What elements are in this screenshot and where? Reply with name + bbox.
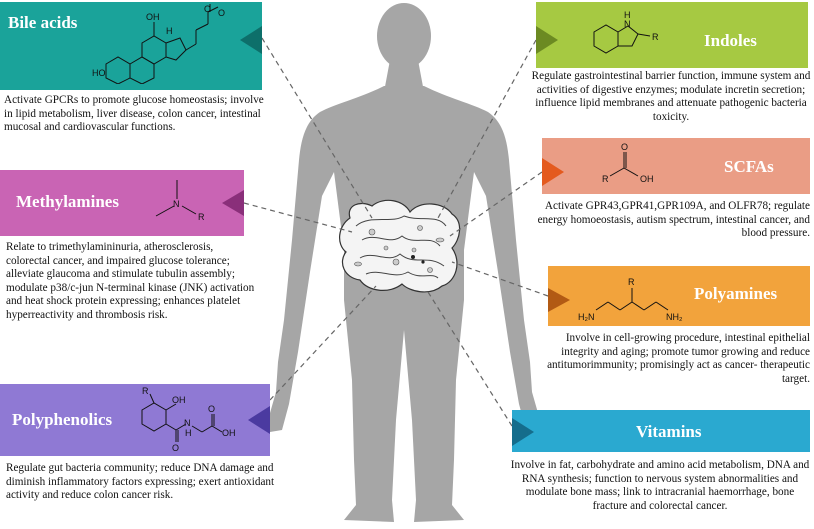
polyamines-card: Polyamines R H₂N NH₂	[548, 266, 810, 326]
scfas-card-bg	[542, 138, 810, 194]
bile-acids-title: Bile acids	[8, 13, 78, 32]
phen-r-label: R	[142, 386, 149, 396]
connector-polyamines	[451, 261, 549, 297]
poly-h2n-label: H₂N	[578, 312, 595, 322]
vitamins-card: Vitamins	[512, 410, 810, 452]
indole-n-label: N	[624, 19, 631, 29]
bile-o-label: O	[204, 4, 211, 14]
indoles-card: Indoles H N R	[536, 2, 808, 68]
phen-n-label: N	[184, 418, 191, 428]
phen-h-label: H	[185, 428, 192, 438]
scfa-structure-icon: R O OH	[602, 142, 654, 184]
polyphenolics-title: Polyphenolics	[12, 410, 113, 429]
indole-r-label: R	[652, 32, 659, 42]
intestine-with-bacteria-icon	[339, 199, 461, 293]
methylamines-card: Methylamines N R	[0, 170, 244, 236]
polyphenol-structure-icon: R OH O N H O OH	[141, 386, 236, 453]
scfas-panel	[542, 138, 810, 194]
methyl-n-label: N	[173, 199, 180, 209]
polyamines-description: Involve in cell-growing procedure, intes…	[547, 332, 810, 385]
vitamins-arrow-icon	[512, 418, 534, 446]
scfa-r-label: R	[602, 174, 609, 184]
methylamines-arrow-icon	[222, 190, 244, 216]
methylamines-panel	[0, 170, 244, 236]
indoles-description: Regulate gastrointestinal barrier functi…	[531, 70, 811, 123]
poly-r-label: R	[628, 277, 635, 287]
phen-oh2-label: OH	[222, 428, 236, 438]
phen-oh-label: OH	[172, 395, 186, 405]
bile-ho-label: HO	[92, 68, 106, 78]
indole-h-label: H	[624, 10, 631, 20]
phen-o1-label: O	[172, 443, 179, 453]
bile-h-label: H	[166, 26, 173, 36]
methylamines-card-bg	[0, 170, 244, 236]
vitamins-card-bg	[512, 410, 810, 452]
bile-acids-description: Activate GPCRs to promote glucose homeos…	[4, 94, 264, 134]
bile-acid-structure-icon: HO OH H O O	[92, 4, 225, 84]
polyphenolics-card: Polyphenolics R OH O N H O OH	[0, 384, 270, 456]
scfa-oh-label: OH	[640, 174, 654, 184]
polyamines-arrow-icon	[548, 288, 570, 312]
bile-acids-card: Bile acids HO OH H O O	[0, 0, 262, 92]
indoles-arrow-icon	[536, 26, 558, 54]
connector-bile-acids	[261, 37, 373, 219]
methylamine-structure-icon: N R	[155, 180, 205, 222]
vitamins-title: Vitamins	[636, 422, 702, 441]
connector-scfas	[449, 171, 543, 237]
human-silhouette-icon	[268, 3, 540, 522]
connector-lines	[243, 37, 549, 427]
scfas-arrow-icon	[542, 158, 564, 186]
polyamines-panel	[548, 266, 810, 326]
polyamines-card-bg	[548, 266, 810, 326]
vitamins-description: Involve in fat, carbohydrate and amino a…	[510, 459, 810, 512]
bile-acids-card-bg	[0, 2, 262, 90]
polyphenolics-arrow-icon	[248, 406, 270, 434]
methyl-r-label: R	[198, 212, 205, 222]
indoles-card-bg	[536, 2, 808, 68]
scfas-card: SCFAs R O OH	[542, 138, 810, 194]
connector-indoles	[437, 39, 537, 219]
scfa-o-label: O	[621, 142, 628, 152]
polyphenolics-card-bg	[0, 384, 270, 456]
polyphenolics-panel	[0, 384, 270, 456]
polyphenolics-description: Regulate gut bacteria community; reduce …	[6, 462, 275, 502]
bile-acids-arrow-icon	[240, 26, 262, 54]
connector-methylamines	[243, 202, 353, 233]
bile-ominus-label: O	[218, 8, 225, 18]
polyamine-structure-icon: R H₂N NH₂	[578, 277, 683, 322]
vitamins-panel	[512, 410, 810, 452]
phen-o2-label: O	[208, 404, 215, 414]
bile-oh1-label: OH	[146, 12, 160, 22]
indoles-title: Indoles	[704, 31, 757, 50]
methylamines-title: Methylamines	[16, 192, 119, 211]
connector-polyphenolics	[269, 285, 377, 401]
methylamines-description: Relate to trimethylamininuria, atheroscl…	[6, 241, 255, 321]
indole-structure-icon: H N R	[593, 10, 659, 54]
poly-nh2-label: NH₂	[666, 312, 683, 322]
scfas-description: Activate GPR43,GPR41,GPR109A, and OLFR78…	[537, 200, 810, 240]
polyamines-title: Polyamines	[694, 284, 778, 303]
bile-acids-panel	[0, 2, 262, 90]
scfas-title: SCFAs	[724, 157, 774, 176]
indoles-panel	[536, 2, 808, 68]
